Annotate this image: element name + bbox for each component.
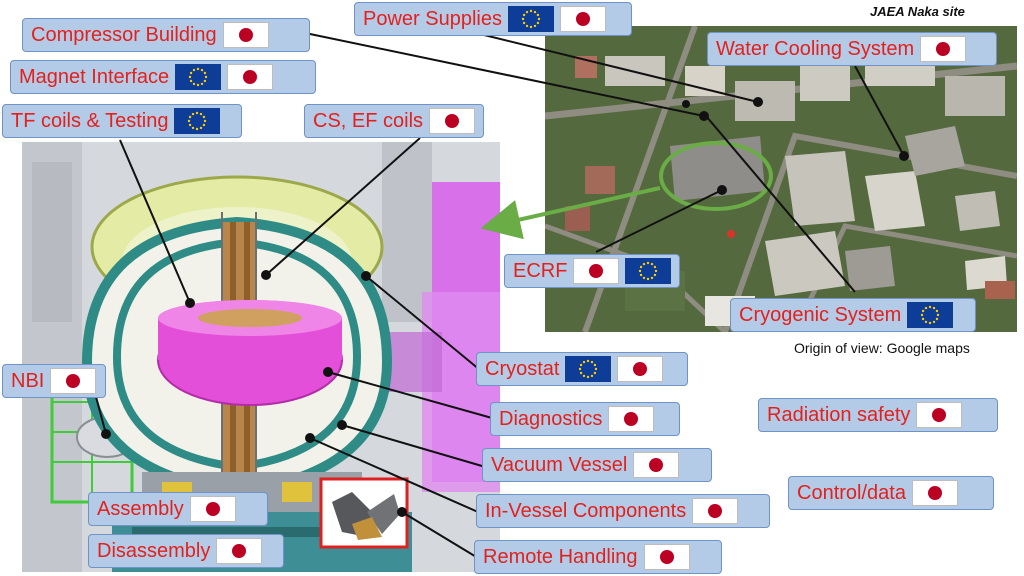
japan-flag-icon: [559, 6, 606, 32]
label-in-vessel-components: In-Vessel Components: [476, 494, 770, 528]
label-text: Compressor Building: [31, 23, 217, 46]
label-text: Cryostat: [485, 357, 560, 380]
label-text: Power Supplies: [363, 7, 502, 30]
eu-flag-icon: [174, 108, 221, 134]
label-text: Cryogenic System: [739, 303, 902, 326]
label-diagnostics: Diagnostics: [490, 402, 680, 436]
label-text: Radiation safety: [767, 403, 911, 426]
label-text: Water Cooling System: [716, 37, 915, 60]
japan-flag-icon: [429, 108, 476, 134]
label-magnet-interface: Magnet Interface: [10, 60, 316, 94]
japan-flag-icon: [643, 544, 690, 570]
japan-flag-icon: [633, 452, 680, 478]
japan-flag-icon: [216, 538, 263, 564]
eu-flag-icon: [907, 302, 954, 328]
label-text: ECRF: [513, 259, 568, 282]
label-text: Control/data: [797, 481, 906, 504]
origin-note: Origin of view: Google maps: [794, 340, 970, 356]
japan-flag-icon: [227, 64, 274, 90]
label-vacuum-vessel: Vacuum Vessel: [482, 448, 712, 482]
japan-flag-icon: [222, 22, 269, 48]
eu-flag-icon: [507, 6, 554, 32]
label-text: NBI: [11, 369, 45, 392]
label-text: CS, EF coils: [313, 109, 424, 132]
label-power-supplies: Power Supplies: [354, 2, 632, 36]
japan-flag-icon: [50, 368, 97, 394]
japan-flag-icon: [617, 356, 664, 382]
japan-flag-icon: [916, 402, 963, 428]
label-water-cooling-system: Water Cooling System: [707, 32, 997, 66]
japan-flag-icon: [608, 406, 655, 432]
label-tf-coils-testing: TF coils & Testing: [2, 104, 242, 138]
japan-flag-icon: [692, 498, 739, 524]
label-radiation-safety: Radiation safety: [758, 398, 998, 432]
label-disassembly: Disassembly: [88, 534, 284, 568]
label-text: Vacuum Vessel: [491, 453, 628, 476]
label-compressor-building: Compressor Building: [22, 18, 310, 52]
label-text: Assembly: [97, 497, 184, 520]
label-cs-ef-coils: CS, EF coils: [304, 104, 484, 138]
japan-flag-icon: [920, 36, 967, 62]
label-cryogenic-system: Cryogenic System: [730, 298, 976, 332]
japan-flag-icon: [573, 258, 620, 284]
label-text: TF coils & Testing: [11, 109, 169, 132]
label-ecrf: ECRF: [504, 254, 680, 288]
label-text: Magnet Interface: [19, 65, 170, 88]
japan-flag-icon: [189, 496, 236, 522]
label-assembly: Assembly: [88, 492, 268, 526]
label-text: In-Vessel Components: [485, 499, 687, 522]
label-text: Disassembly: [97, 539, 211, 562]
eu-flag-icon: [565, 356, 612, 382]
label-nbi: NBI: [2, 364, 106, 398]
label-text: Remote Handling: [483, 545, 638, 568]
label-text: Diagnostics: [499, 407, 603, 430]
label-control-data: Control/data: [788, 476, 994, 510]
japan-flag-icon: [911, 480, 958, 506]
label-cryostat: Cryostat: [476, 352, 688, 386]
eu-flag-icon: [625, 258, 672, 284]
site-caption: JAEA Naka site: [870, 4, 965, 19]
eu-flag-icon: [175, 64, 222, 90]
label-remote-handling: Remote Handling: [474, 540, 722, 574]
